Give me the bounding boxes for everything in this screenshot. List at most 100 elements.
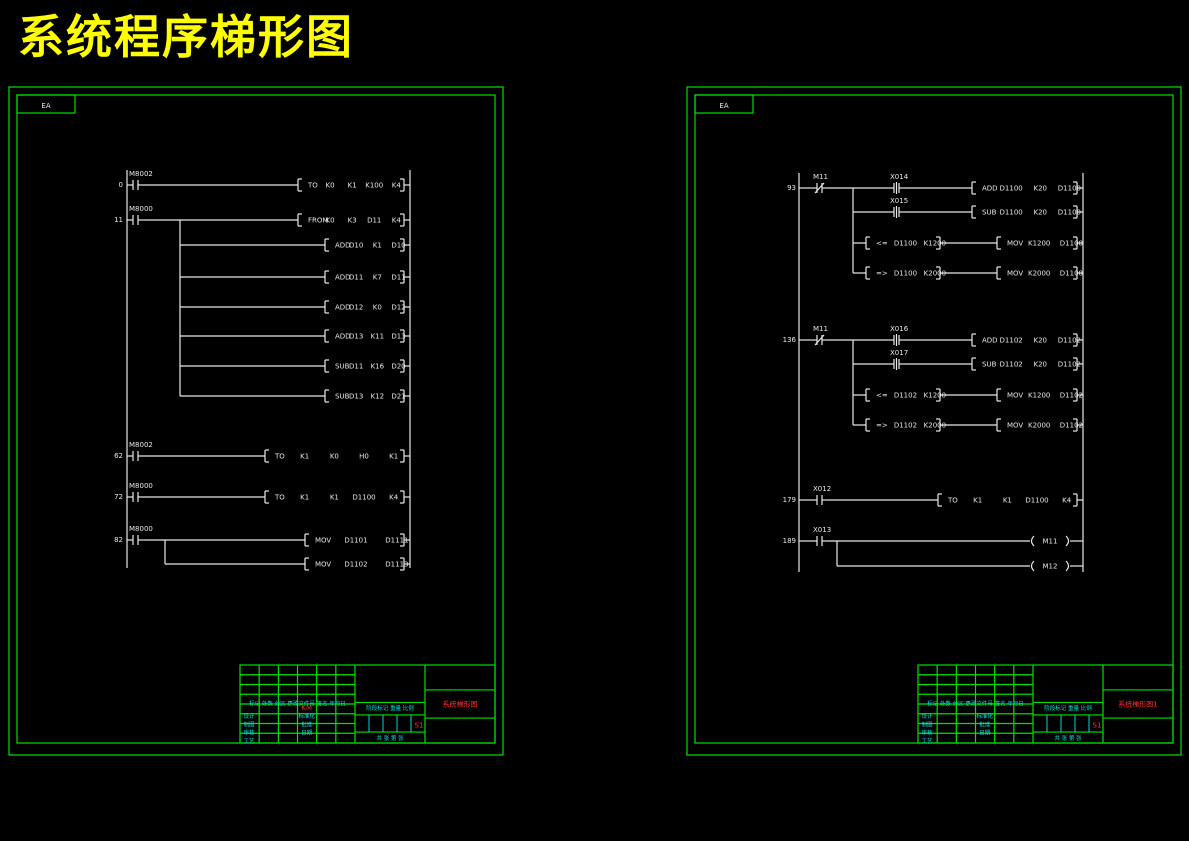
instruction-arg: MOV xyxy=(1007,422,1023,430)
instruction-arg: K20 xyxy=(1034,209,1048,217)
sheet-tag: EA xyxy=(719,102,728,110)
drawing-name: 系统梯形图1 xyxy=(1118,699,1157,708)
compare-arg: D1102 xyxy=(894,422,917,430)
instruction-arg: D1100 xyxy=(1000,209,1023,217)
instruction-arg: SUB xyxy=(982,361,997,369)
coil-label: M12 xyxy=(1043,563,1058,571)
coil-right xyxy=(1065,535,1070,547)
instruction-arg: D11 xyxy=(349,274,363,282)
contact-label: X013 xyxy=(813,526,831,534)
instruction-arg: D13 xyxy=(391,333,405,341)
instruction-arg: K4 xyxy=(389,494,399,502)
instruction-arg: D1100 xyxy=(1060,240,1083,248)
table-row-label: 设计 xyxy=(921,712,933,720)
sheet-number: S1 xyxy=(1093,721,1102,729)
coil-label: M11 xyxy=(1043,538,1058,546)
instruction-arg: K20 xyxy=(1034,337,1048,345)
instruction-arg: K1200 xyxy=(1028,392,1050,400)
step-number: 0 xyxy=(119,181,123,189)
instruction-arg: MOV xyxy=(315,561,331,569)
instruction-arg: K0 xyxy=(373,304,382,312)
instruction-arg: K1 xyxy=(373,242,382,250)
table-mid-label: 日期 xyxy=(979,730,991,737)
contact-slash xyxy=(814,334,825,346)
table-bottom: 共 张 第 张 xyxy=(1054,734,1082,742)
instruction-arg: K0 xyxy=(326,217,335,225)
compare-arg: K2000 xyxy=(924,270,946,278)
drawing-name: 系统梯形图 xyxy=(443,699,478,708)
contact-label: M8002 xyxy=(129,170,153,178)
instruction-arg: K1 xyxy=(348,182,357,190)
instruction-arg: SUB xyxy=(335,393,350,401)
compare-arg: <= xyxy=(876,240,888,248)
sheet-tag: EA xyxy=(41,102,50,110)
table-row-label: 审核 xyxy=(921,729,933,737)
instruction-arg: MOV xyxy=(1007,240,1023,248)
table-right-header: 阶段标记 重量 比例 xyxy=(366,704,414,712)
instruction-arg: TO xyxy=(274,494,285,502)
instruction-arg: TO xyxy=(947,497,958,505)
instruction-arg: K4 xyxy=(392,182,402,190)
instruction-arg: D1102 xyxy=(1060,422,1083,430)
instruction-arg: D1102 xyxy=(1000,361,1023,369)
instruction-arg: D1113 xyxy=(385,561,408,569)
step-number: 82 xyxy=(114,536,123,544)
instruction-arg: K2000 xyxy=(1028,270,1050,278)
sheet-outer-frame xyxy=(8,86,504,756)
contact-slash xyxy=(814,182,825,194)
step-number: 72 xyxy=(114,493,123,501)
instruction-arg: ADD xyxy=(982,185,998,193)
instruction-arg: K4 xyxy=(1062,497,1072,505)
compare-arg: K1200 xyxy=(924,240,946,248)
coil-right xyxy=(1065,560,1070,572)
instruction-arg: K11 xyxy=(371,333,385,341)
contact-label: X012 xyxy=(813,485,831,493)
compare-arg: => xyxy=(876,270,888,278)
instruction-arg: H0 xyxy=(359,453,369,461)
instruction-arg: K7 xyxy=(373,274,382,282)
contact-label: M8000 xyxy=(129,482,153,490)
instruction-arg: K1 xyxy=(973,497,982,505)
table-row-label: 制图 xyxy=(243,720,255,728)
contact-label: M8000 xyxy=(129,525,153,533)
table-mid-label: 标准化 xyxy=(976,712,993,720)
instruction-arg: D13 xyxy=(349,393,363,401)
table-row-label: 审核 xyxy=(243,729,255,737)
instruction-arg: D1102 xyxy=(1058,337,1081,345)
instruction-arg: D1102 xyxy=(1058,361,1081,369)
instruction-arg: K1 xyxy=(389,453,398,461)
compare-arg: K1200 xyxy=(924,392,946,400)
contact-label: M8000 xyxy=(129,205,153,213)
instruction-arg: D1100 xyxy=(1058,185,1081,193)
instruction-arg: MOV xyxy=(315,537,331,545)
instruction-arg: D12 xyxy=(349,304,363,312)
table-mid-label: 日期 xyxy=(301,730,313,737)
sheet-inner-frame xyxy=(694,94,1174,744)
compare-arg: K2000 xyxy=(924,422,946,430)
pulse-contact-label: X017 xyxy=(890,349,908,357)
step-number: 93 xyxy=(787,184,796,192)
pulse-contact-label: X015 xyxy=(890,197,908,205)
step-number: 136 xyxy=(783,336,797,344)
table-bottom: 共 张 第 张 xyxy=(376,734,404,742)
table-mid-label: 标准化 xyxy=(298,712,315,720)
instruction-arg: D11 xyxy=(391,274,405,282)
instruction-arg: D1111 xyxy=(385,537,408,545)
instruction-arg: D1102 xyxy=(1000,337,1023,345)
step-number: 11 xyxy=(114,216,123,224)
instruction-arg: D10 xyxy=(349,242,363,250)
instruction-arg: K0 xyxy=(326,182,335,190)
table-header: 标记 处数 分区 更改文件号 签名 年月日 xyxy=(249,700,346,708)
instruction-arg: D1100 xyxy=(1000,185,1023,193)
instruction-arg: ADD xyxy=(335,242,351,250)
instruction-arg: D11 xyxy=(367,217,381,225)
instruction-arg: ADD xyxy=(982,337,998,345)
sheet-inner-frame xyxy=(16,94,496,744)
step-number: 189 xyxy=(783,537,796,545)
instruction-arg: K1200 xyxy=(1028,240,1050,248)
instruction-arg: K1 xyxy=(300,453,309,461)
instruction-arg: K1 xyxy=(300,494,309,502)
instruction-arg: D21 xyxy=(391,393,405,401)
instruction-arg: K0 xyxy=(330,453,339,461)
instruction-arg: D13 xyxy=(349,333,363,341)
